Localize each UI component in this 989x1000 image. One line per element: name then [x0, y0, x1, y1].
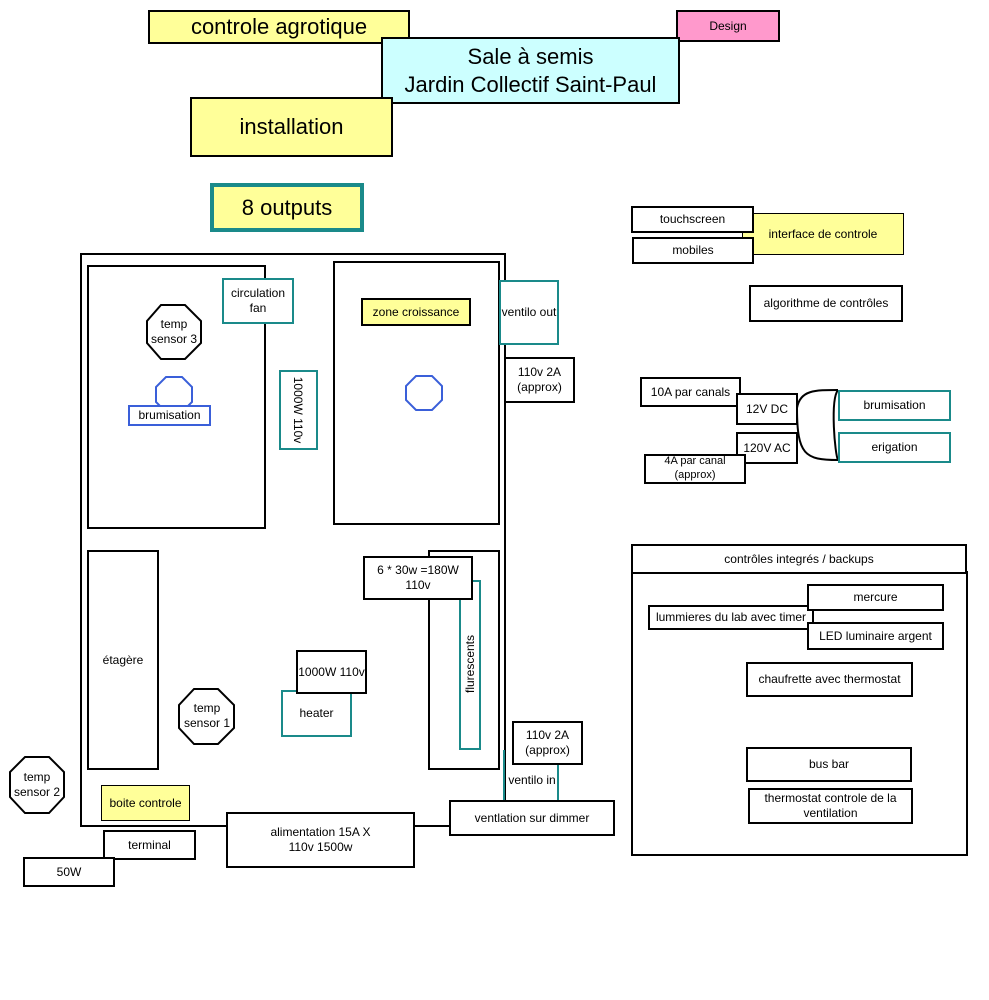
bus-bar: bus bar — [746, 747, 912, 782]
fluorescents-power: 6 * 30w =180W 110v — [363, 556, 473, 600]
fluorescents-label: flurescents — [463, 634, 477, 694]
ac-120v: 120V AC — [736, 432, 798, 464]
etagere-text: étagère — [102, 652, 144, 667]
ventilo-in: ventilo in — [505, 770, 559, 790]
thermostat-ventilation-label: thermostat controle de la ventilation — [764, 791, 897, 820]
chaufrette-label: chaufrette avec thermostat — [758, 672, 901, 686]
fluorescents-power-label: 6 * 30w =180W 110v — [377, 563, 459, 592]
circulation-fan-label: circulation fan — [230, 286, 286, 315]
installation-label: installation — [239, 114, 344, 140]
mercure-label: mercure — [853, 590, 898, 604]
outputs-label: 8 outputs — [241, 194, 333, 220]
site-box: Sale à semis Jardin Collectif Saint-Paul — [381, 37, 680, 104]
backups-header: contrôles integrés / backups — [631, 544, 967, 574]
power-50w: 50W — [23, 857, 115, 887]
design-box: Design — [676, 10, 780, 42]
ventilo-in-label: ventilo in — [508, 772, 556, 787]
lab-lights-label: lummieres du lab avec timer — [655, 610, 807, 624]
temp-sensor-1: temp sensor 1 — [180, 692, 234, 740]
title-text: controle agrotique — [190, 14, 368, 40]
amp-4a: 4A par canal (approx) — [644, 454, 746, 484]
bus-bar-label: bus bar — [808, 757, 850, 771]
installation-box: installation — [190, 97, 393, 157]
ventilation-dimmer-label: ventlation sur dimmer — [474, 810, 590, 825]
heater-power: 1000W 110v — [296, 650, 367, 694]
etagere-label: étagère — [90, 650, 156, 670]
heater-power-label: 1000W 110v — [298, 664, 365, 679]
ventilation-dimmer: ventlation sur dimmer — [449, 800, 615, 836]
terminal-label: terminal — [128, 837, 171, 852]
temp-sensor-3-label: temp sensor 3 — [150, 317, 198, 346]
temp-sensor-1-shape — [178, 688, 235, 745]
power-in: 110v 2A (approx) — [512, 721, 583, 765]
temp-sensor-3-shape — [146, 304, 202, 360]
mobiles-label: mobiles — [672, 243, 714, 257]
heater-label: heater — [299, 706, 334, 720]
brumisation-left-label: brumisation — [138, 408, 201, 422]
shelf-outline — [87, 550, 159, 770]
title-box: controle agrotique — [148, 10, 410, 44]
site-line-1: Sale à semis — [467, 44, 594, 69]
power-out: 110v 2A (approx) — [504, 357, 575, 403]
power-out-label: 110v 2A (approx) — [517, 365, 562, 394]
design-label: Design — [709, 18, 747, 33]
site-line-2: Jardin Collectif Saint-Paul — [404, 71, 657, 97]
temp-sensor-1-label: temp sensor 1 — [183, 701, 231, 730]
brumisation-left: brumisation — [128, 405, 211, 426]
dc-12v: 12V DC — [736, 393, 798, 425]
led-luminaire-label: LED luminaire argent — [819, 628, 932, 643]
thermostat-ventilation: thermostat controle de la ventilation — [748, 788, 913, 824]
power-in-label: 110v 2A (approx) — [525, 728, 570, 757]
sensor-octagon-right — [405, 375, 443, 411]
dc-12v-label: 12V DC — [745, 401, 789, 416]
brumisation-right-label: brumisation — [863, 398, 926, 412]
lamp-1000w — [279, 370, 318, 450]
heater: heater — [281, 690, 352, 737]
temp-sensor-2-label: temp sensor 2 — [13, 770, 61, 799]
ventilo-out-label: ventilo out — [501, 305, 557, 319]
mobiles: mobiles — [632, 237, 754, 264]
canals-10a: 10A par canals — [640, 377, 741, 407]
zone-left-outline — [87, 265, 266, 529]
zone-right-outline — [333, 261, 500, 525]
temp-sensor-2-shape — [9, 756, 65, 814]
interface-controle-label: interface de controle — [768, 226, 878, 241]
room-outline — [80, 253, 506, 827]
lab-lights: lummieres du lab avec timer — [648, 605, 814, 630]
mercure: mercure — [807, 584, 944, 611]
lamp-1000w-label: 1000W 110v — [291, 376, 305, 444]
fluo-zone-outline — [428, 550, 500, 770]
zone-croissance-label: zone croissance — [372, 304, 460, 319]
temp-sensor-3: temp sensor 3 — [147, 308, 201, 356]
alimentation-label: alimentation 15A X 110v 1500w — [270, 825, 371, 854]
brumisation-right: brumisation — [838, 390, 951, 421]
backups-header-label: contrôles integrés / backups — [724, 551, 874, 566]
zone-croissance: zone croissance — [361, 298, 471, 326]
boite-controle-label: boite controle — [109, 795, 182, 810]
ventilo-out: ventilo out — [499, 280, 559, 345]
erigation: erigation — [838, 432, 951, 463]
amp-4a-label: 4A par canal (approx) — [664, 455, 726, 481]
boite-controle: boite controle — [101, 785, 190, 821]
algorithme-label: algorithme de contrôles — [763, 296, 889, 310]
erigation-label: erigation — [871, 440, 918, 454]
interface-controle: interface de controle — [742, 213, 904, 255]
temp-sensor-2: temp sensor 2 — [10, 760, 64, 810]
touchscreen: touchscreen — [631, 206, 754, 233]
ac-120v-label: 120V AC — [743, 440, 791, 455]
outputs-box: 8 outputs — [210, 183, 364, 232]
circulation-fan: circulation fan — [222, 278, 294, 324]
algorithme: algorithme de contrôles — [749, 285, 903, 322]
led-luminaire: LED luminaire argent — [807, 622, 944, 650]
chaufrette: chaufrette avec thermostat — [746, 662, 913, 697]
touchscreen-label: touchscreen — [659, 212, 726, 226]
alimentation: alimentation 15A X 110v 1500w — [226, 812, 415, 868]
canals-10a-label: 10A par canals — [650, 384, 731, 399]
terminal: terminal — [103, 830, 196, 860]
power-50w-label: 50W — [56, 864, 82, 879]
